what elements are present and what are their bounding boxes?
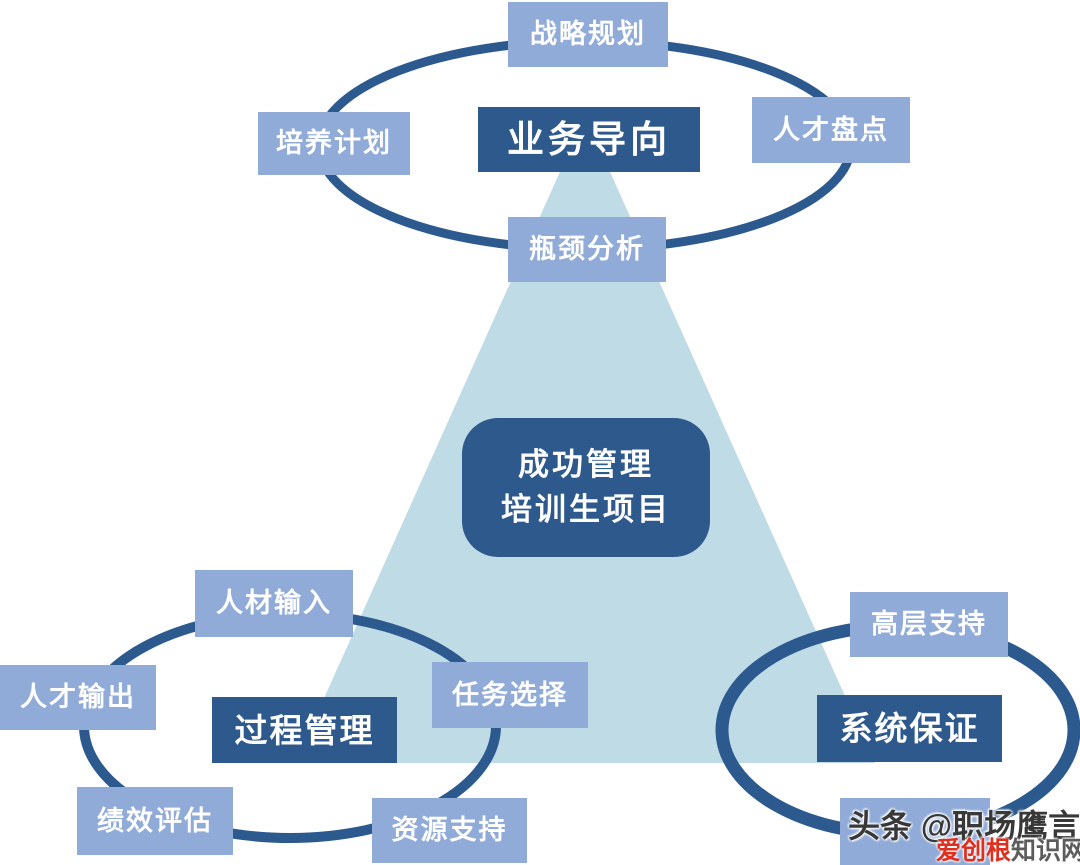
watermark-toutiao-handle: 头条 @职场鹰言 — [848, 808, 1080, 844]
core-box-business-orientation: 业务导向 — [478, 107, 700, 172]
satellite-box-training-plan: 培养计划 — [258, 112, 410, 175]
satellite-box-talent-input: 人材输入 — [195, 570, 353, 637]
watermark-site-name-gray: 知识网 — [1011, 837, 1080, 865]
satellite-box-talent-output: 人才输出 — [0, 665, 156, 730]
center-program-line1: 成功管理 — [518, 446, 654, 482]
satellite-box-strategic-planning: 战略规划 — [508, 2, 668, 67]
satellite-box-performance-evaluation: 绩效评估 — [77, 787, 233, 855]
core-box-process-management: 过程管理 — [212, 697, 397, 763]
core-box-system-guarantee: 系统保证 — [817, 695, 1002, 762]
center-program-line2: 培训生项目 — [501, 491, 671, 527]
satellite-box-senior-support: 高层支持 — [850, 592, 1008, 657]
satellite-box-bottleneck-analysis: 瓶颈分析 — [508, 217, 666, 282]
satellite-box-task-selection: 任务选择 — [432, 662, 588, 728]
watermark-site-name: 爱创根知识网 — [936, 831, 1080, 865]
satellite-box-obscured-by-watermark — [840, 798, 990, 865]
satellite-box-resource-support: 资源支持 — [372, 798, 527, 863]
watermark-site-name-red: 爱创根 — [936, 837, 1012, 865]
center-program-box: 成功管理 培训生项目 — [462, 418, 710, 557]
satellite-box-talent-inventory: 人才盘点 — [752, 97, 910, 163]
